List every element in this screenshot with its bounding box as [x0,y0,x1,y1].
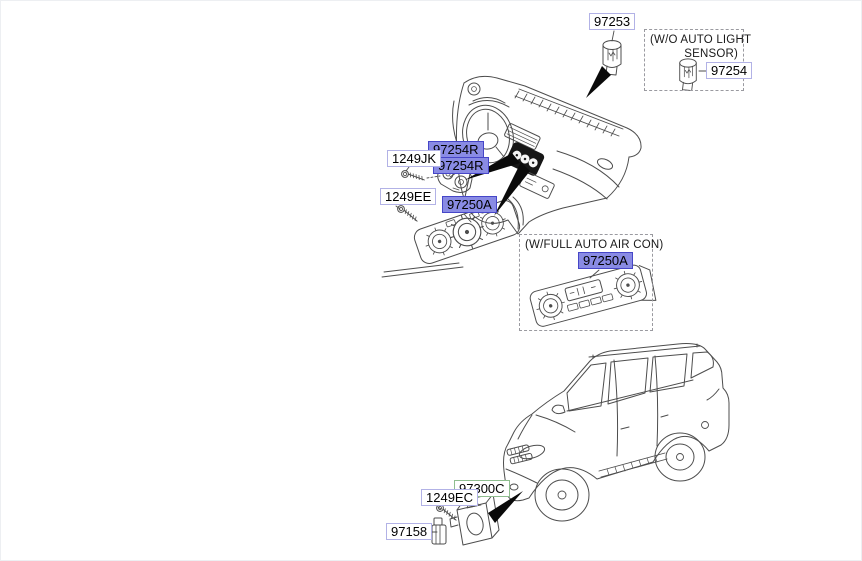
part-label-97254r-upper[interactable]: 97254R [428,141,484,158]
part-label-97250a-auto[interactable]: 97250A [578,252,633,269]
sensor-97158-illustration [431,517,447,545]
part-label-1249jk[interactable]: 1249JK [387,150,442,167]
part-label-1249ee[interactable]: 1249EE [380,188,437,205]
screw-1249ee-illustration [395,203,421,223]
callout-w-full-auto-air-con: (W/FULL AUTO AIR CON) [519,234,664,331]
vehicle-illustration [503,343,730,522]
dashboard-illustration [452,75,642,235]
callout-caption-line1: (W/O AUTO LIGHT [650,34,752,46]
callout-wo-auto-light-sensor: (W/O AUTO LIGHT SENSOR) [644,29,752,91]
part-label-97158[interactable]: 97158 [386,523,433,540]
part-label-97254[interactable]: 97254 [706,62,753,79]
climate-panel-location [505,142,545,176]
part-label-97250a-manual[interactable]: 97250A [442,196,497,213]
callout-caption: (W/FULL AUTO AIR CON) [525,239,664,251]
part-label-1249ec[interactable]: 1249EC [421,489,478,506]
screw-1249jk-illustration [400,169,426,182]
part-label-97254r-lower[interactable]: 97254R [433,157,489,174]
part-label-97253[interactable]: 97253 [589,13,636,30]
callout-caption-line2: SENSOR) [684,48,738,60]
